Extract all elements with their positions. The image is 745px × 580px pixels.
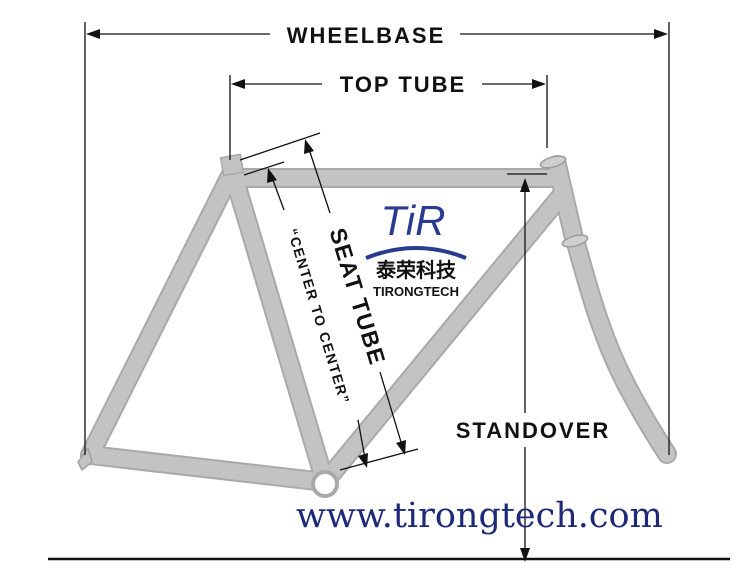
- down-tube: [317, 189, 568, 490]
- headset-bottom: [561, 234, 589, 248]
- rear-dropout: [77, 447, 93, 471]
- top-tube-left-arrowhead: [231, 79, 245, 89]
- wheelbase-right-arrowhead: [654, 29, 668, 39]
- logo-swoosh: [365, 246, 467, 260]
- standover-top-arrowhead: [520, 178, 530, 192]
- website-url[interactable]: www.tirongtech.com: [296, 496, 663, 536]
- tirongtech-logo: TiR 泰荣科技 TIRONGTECH: [365, 197, 467, 299]
- bottom-bracket: [311, 470, 339, 498]
- headset-top: [539, 155, 567, 169]
- logo-chinese-name: 泰荣科技: [375, 258, 457, 282]
- bike-frame: [77, 153, 677, 498]
- head-tube: [549, 157, 582, 246]
- top-tube-right-arrowhead: [532, 79, 546, 89]
- logo-english-name: TIRONGTECH: [373, 284, 459, 299]
- wheelbase-left-arrowhead: [86, 29, 100, 39]
- fork: [567, 232, 675, 462]
- chainstay: [82, 447, 333, 490]
- seat-tube-top-tick: [239, 132, 321, 161]
- seat-tube: [224, 162, 333, 490]
- dimension-lines: [48, 22, 730, 562]
- seat-collar: [219, 153, 245, 177]
- seatstay: [82, 164, 240, 463]
- logo-mark: TiR: [381, 197, 446, 244]
- center-top-tick: [243, 161, 285, 176]
- wheelbase-label: WHEELBASE: [287, 23, 446, 48]
- standover-bottom-arrowhead: [520, 548, 530, 562]
- standover-label: STANDOVER: [456, 418, 611, 443]
- top-tube-label: TOP TUBE: [340, 72, 466, 97]
